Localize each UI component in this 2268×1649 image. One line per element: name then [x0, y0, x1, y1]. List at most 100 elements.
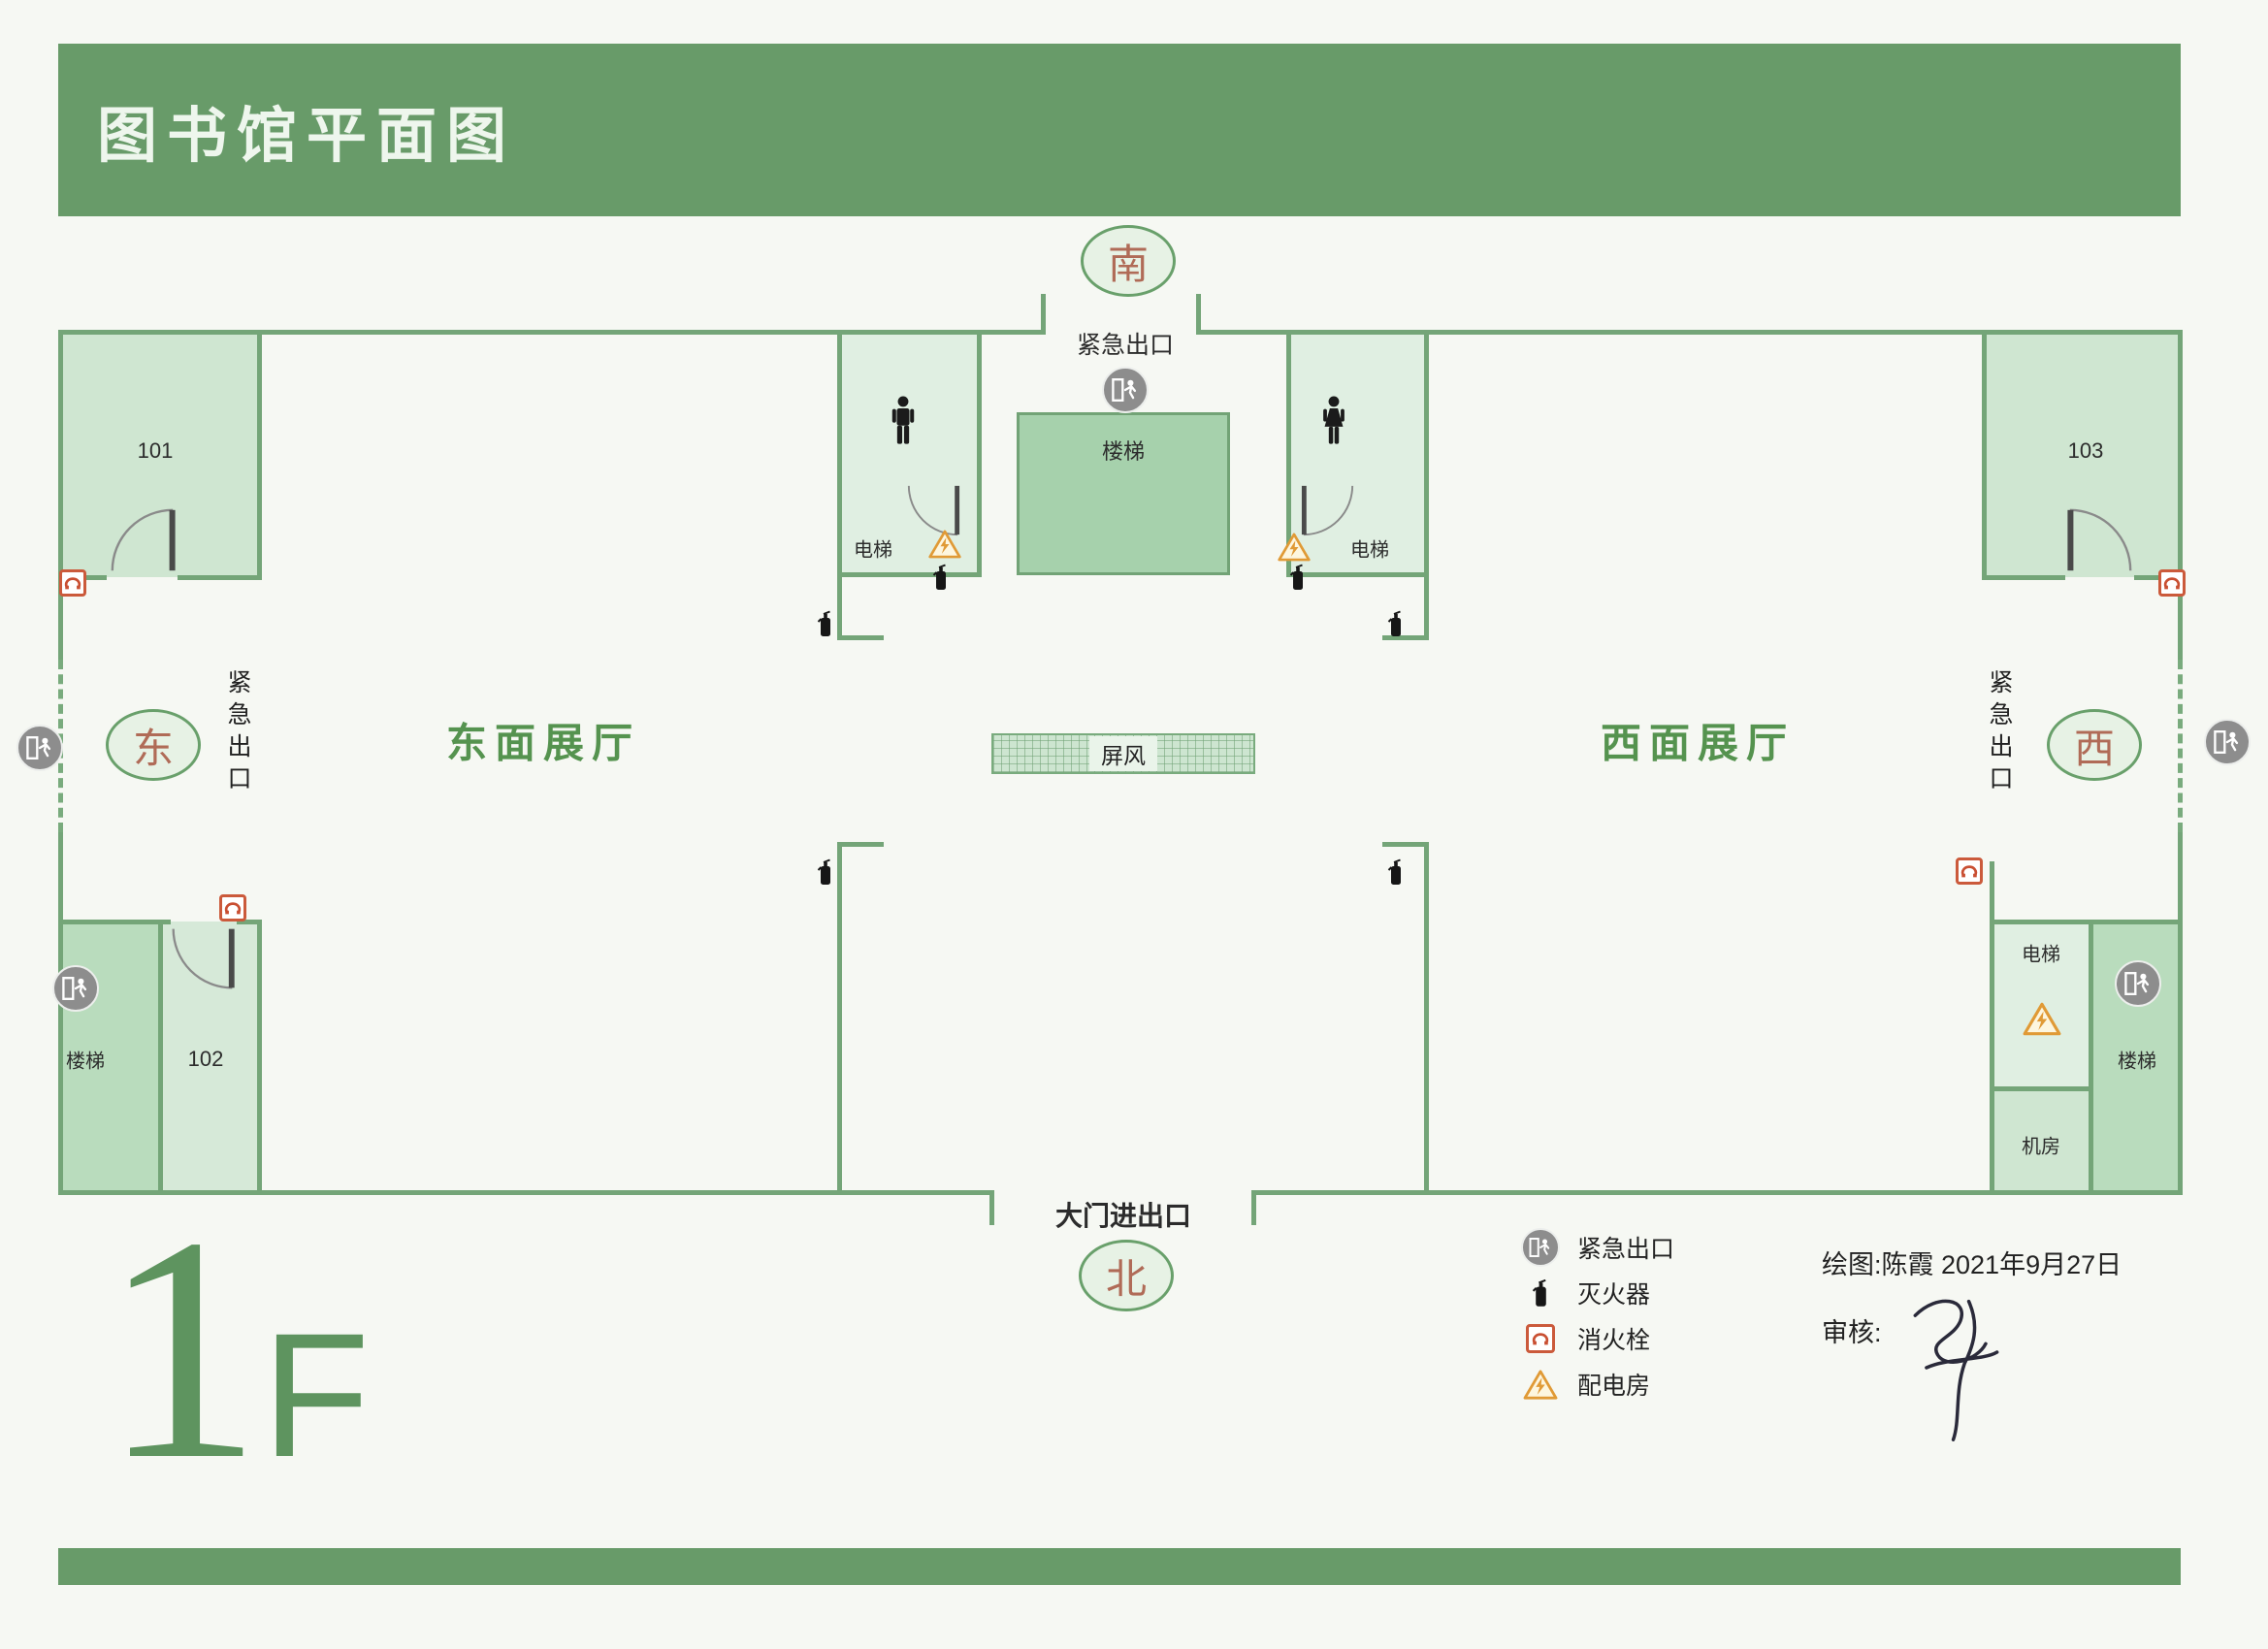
wall [1424, 330, 1429, 640]
legend-row: 紧急出口 [1519, 1228, 1674, 1267]
west-hall-label: 西面展厅 [1600, 720, 1796, 766]
machine-room-area [1993, 1090, 2090, 1191]
wall [1254, 1190, 2183, 1195]
male-restroom-icon [887, 396, 920, 446]
main-entrance-label: 大门进出口 [1054, 1201, 1192, 1231]
footer-bar [58, 1548, 2181, 1585]
legend-label: 灭火器 [1577, 1281, 1651, 1309]
room-101-label: 101 [137, 438, 174, 463]
door-icon [905, 482, 961, 538]
wall [837, 635, 884, 640]
fire-extinguisher-icon [1519, 1274, 1562, 1312]
east-hall-label: 东面展厅 [445, 720, 641, 766]
compass-north-label: 北 [1105, 1257, 1147, 1303]
legend-label: 紧急出口 [1577, 1236, 1675, 1263]
fire-hydrant-icon [1956, 857, 1983, 885]
wall [158, 920, 163, 1195]
wall [1382, 635, 1429, 640]
floor-number-letter: F [262, 1296, 371, 1494]
emergency-exit-top-label: 紧急出口 [1076, 332, 1175, 359]
power-room-icon [2022, 1001, 2062, 1037]
wall [58, 1190, 991, 1195]
emergency-exit-icon [2115, 960, 2161, 1007]
compass-west-label: 西 [2073, 727, 2115, 772]
wall [989, 1190, 994, 1225]
wall [1199, 330, 2183, 335]
fire-hydrant-icon [1519, 1319, 1562, 1358]
wall [1990, 861, 1994, 922]
wall [837, 330, 842, 640]
emergency-exit-icon [16, 725, 63, 771]
legend-label: 配电房 [1577, 1373, 1651, 1400]
wall [1982, 575, 2065, 580]
door-icon [1300, 482, 1356, 538]
screen-label: 屏风 [1089, 736, 1157, 771]
wall [1196, 294, 1201, 335]
wall [1982, 330, 1987, 580]
emergency-exit-left-label: 紧急出口 [227, 669, 252, 792]
machine-room-label: 机房 [2022, 1136, 2060, 1158]
wall [257, 920, 262, 1195]
female-restroom-icon [1317, 396, 1350, 446]
exit-icon [1519, 1228, 1562, 1267]
power-room-icon [927, 529, 962, 560]
wall [977, 330, 982, 577]
elevator-top-left-label: 电梯 [854, 539, 892, 562]
legend-row: 灭火器 [1519, 1274, 1674, 1312]
room-102-area [161, 922, 259, 1191]
wall [58, 330, 63, 660]
wall [1290, 572, 1429, 577]
elevator-bottom-right-label: 电梯 [2022, 944, 2060, 966]
reviewer-signature [1882, 1290, 2027, 1445]
wall [837, 844, 842, 1193]
stairs-bottom-right-label: 楼梯 [2118, 1051, 2156, 1073]
wall [2178, 832, 2183, 1195]
title-banner: 图书馆平面图 [58, 44, 2181, 216]
fire-extinguisher-icon [932, 563, 950, 592]
wall [1251, 1190, 1256, 1225]
emergency-exit-icon [1102, 367, 1149, 413]
fire-extinguisher-icon [817, 609, 834, 638]
room-102-label: 102 [187, 1047, 224, 1071]
room-103-area [1985, 332, 2180, 577]
door-icon [108, 505, 178, 575]
wall [841, 572, 980, 577]
screen-partition: 屏风 [991, 733, 1255, 774]
fire-hydrant-icon [59, 569, 86, 597]
legend-row: 消火栓 [1519, 1319, 1674, 1358]
compass-west: 西 [2047, 709, 2142, 781]
wall [178, 575, 262, 580]
wall [2089, 920, 2093, 1195]
wall [837, 842, 884, 847]
power-room-icon [1519, 1365, 1562, 1404]
fire-extinguisher-icon [1387, 857, 1405, 887]
wall [1990, 920, 2183, 924]
wall [1990, 1086, 2093, 1091]
wall [58, 330, 1043, 335]
wall [1424, 844, 1429, 1193]
wall [58, 832, 63, 1195]
legend-label: 消火栓 [1577, 1327, 1651, 1354]
stairs-bottom-left-label: 楼梯 [66, 1051, 105, 1073]
reviewer-label: 审核: [1822, 1318, 1882, 1347]
fire-hydrant-icon [219, 894, 246, 922]
elevator-top-right-label: 电梯 [1350, 539, 1389, 562]
emergency-exit-icon [2204, 719, 2251, 765]
stairs-center-area [1017, 412, 1230, 575]
fire-hydrant-icon [2158, 569, 2186, 597]
legend: 紧急出口 灭火器 消火栓 配电房 [1519, 1228, 1674, 1404]
wall [1286, 330, 1291, 577]
legend-row: 配电房 [1519, 1365, 1674, 1404]
emergency-exit-right-label: 紧急出口 [1989, 669, 2014, 792]
wall-dashed-opening [2178, 660, 2183, 832]
page-title: 图书馆平面图 [97, 103, 517, 170]
floor-number-digit: 1 [102, 1172, 262, 1526]
compass-south-label: 南 [1107, 242, 1149, 288]
fire-extinguisher-icon [1387, 609, 1405, 638]
wall [257, 330, 262, 580]
wall [1041, 294, 1046, 335]
compass-north: 北 [1079, 1240, 1174, 1311]
room-103-label: 103 [2067, 438, 2104, 463]
